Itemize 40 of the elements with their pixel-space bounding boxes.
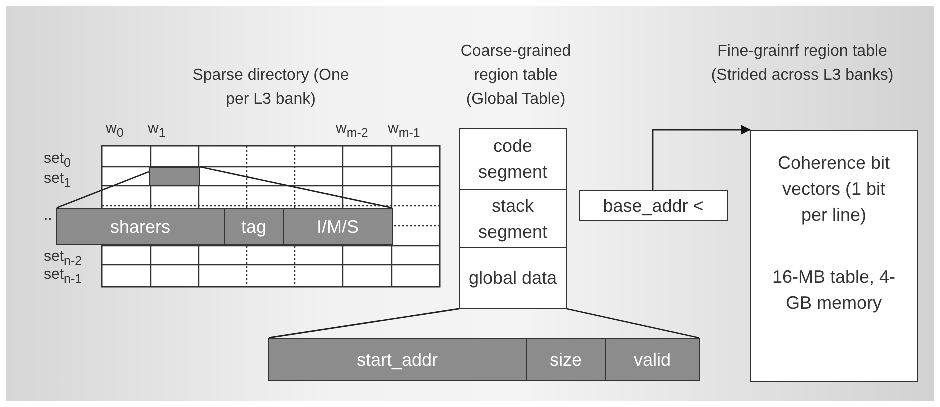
entry-field <box>526 338 606 381</box>
entry-field <box>224 208 284 245</box>
entry-field <box>605 338 700 381</box>
way-label: w$_{1}$ <box>148 120 166 142</box>
zoom-line <box>268 308 460 339</box>
segment-label: stack segment <box>477 194 549 244</box>
field-label: sharers <box>110 216 171 238</box>
table-row <box>579 190 728 221</box>
ellipsis: .. <box>44 207 52 225</box>
box-text: 16-MB table, 4-GB memory <box>771 266 897 315</box>
zoom-line <box>566 308 700 339</box>
way-label: w$_{m-1}$ <box>388 120 420 142</box>
field-label: valid <box>634 348 672 372</box>
box-text: Coherence bit vectors (1 bit per line) <box>776 152 892 227</box>
segment-label: global data <box>468 267 558 290</box>
segment-label: base_addr < <box>603 194 704 218</box>
table-row <box>459 247 567 309</box>
way-label: w$_{m-2}$ <box>336 120 368 142</box>
arrow <box>652 125 751 190</box>
set-label: set$_{1}$ <box>44 170 71 192</box>
table-title: Sparse directory (One per L3 bank) <box>192 66 350 110</box>
field-label: I/M/S <box>316 216 359 238</box>
segment-label: code segment <box>477 135 549 184</box>
set-label: set$_{0}$ <box>44 150 71 172</box>
entry-field <box>56 208 225 245</box>
field-label: start_addr <box>356 348 438 372</box>
set-label: set$_{n-2}$ <box>44 248 82 269</box>
field-label: tag <box>241 216 267 239</box>
set-label: set$_{n-1}$ <box>44 266 82 288</box>
way-label: w$_{0}$ <box>106 120 124 142</box>
zoom-line <box>200 166 392 209</box>
table-row <box>459 128 567 190</box>
table-row <box>459 189 567 248</box>
entry-field <box>268 338 527 381</box>
zoom-line <box>56 171 150 209</box>
table-title: Coarse-grained region table (Global Table) <box>460 42 572 110</box>
highlighted-entry <box>149 167 200 186</box>
table-title: Fine-grainrf region table (Strided across L3 banks) <box>710 42 895 86</box>
field-label: size <box>550 348 582 372</box>
entry-field <box>283 208 393 245</box>
